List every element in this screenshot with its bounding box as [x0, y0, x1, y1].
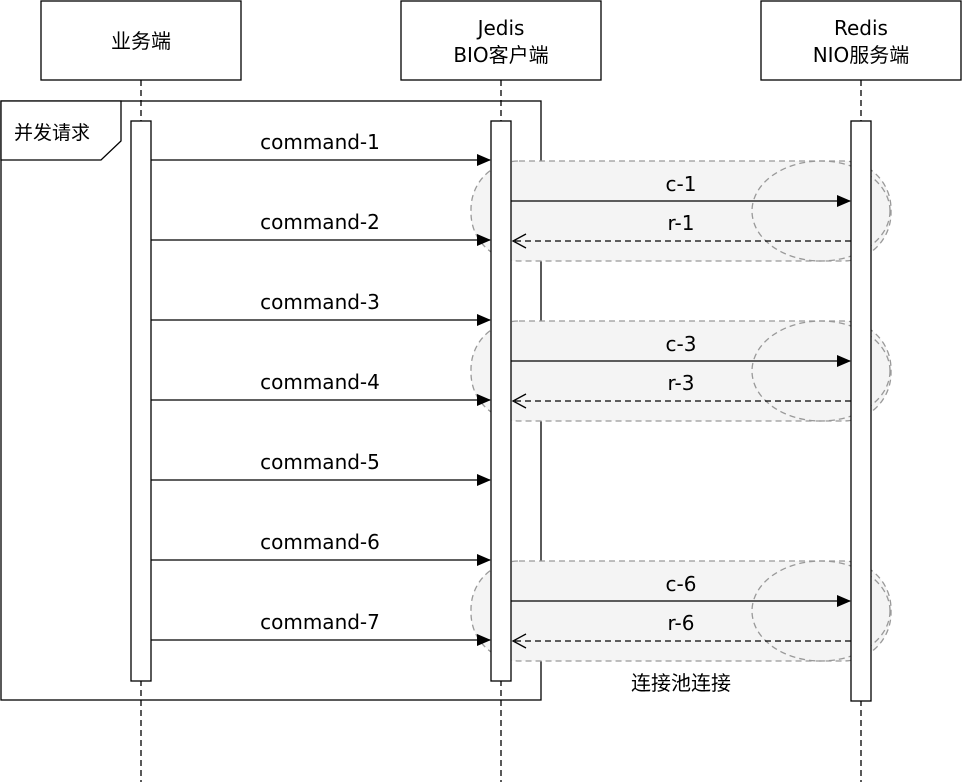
- participant-redis-label-line2: NIO服务端: [813, 43, 910, 67]
- reply-label: r-6: [668, 611, 695, 635]
- frame-label: 并发请求: [14, 122, 90, 144]
- activation-bar-business: [130, 120, 152, 682]
- server-connection-circle: [751, 320, 891, 422]
- pool-label: 连接池连接: [631, 671, 731, 695]
- connection-pool-oval: [470, 160, 892, 262]
- connection-pool-oval: [470, 320, 892, 422]
- connection-pool-group: [470, 160, 892, 662]
- participant-business-label: 业务端: [111, 29, 171, 53]
- call-label: c-6: [666, 572, 697, 596]
- command-label: command-3: [260, 290, 380, 314]
- reply-label: r-3: [668, 371, 695, 395]
- concurrent-request-frame: 并发请求: [0, 100, 542, 701]
- activation-bar-jedis: [490, 120, 512, 682]
- activation-bar-redis: [850, 120, 872, 702]
- reply-label: r-1: [668, 211, 695, 235]
- command-label: command-6: [260, 530, 380, 554]
- exchange-messages: c-1 r-1 c-3 r-3 c-6 r-6: [511, 172, 851, 649]
- command-label: command-1: [260, 130, 380, 154]
- call-label: c-1: [666, 172, 697, 196]
- command-label: command-4: [260, 370, 380, 394]
- participant-jedis-label-line1: Jedis: [476, 16, 525, 40]
- reply-arrowhead: [511, 633, 527, 649]
- participant-business: 业务端: [40, 0, 242, 81]
- frame-label-tab: [0, 100, 122, 161]
- command-label: command-5: [260, 450, 380, 474]
- server-connection-circle: [751, 560, 891, 662]
- reply-arrowhead: [511, 393, 527, 409]
- connection-pool-oval: [470, 560, 892, 662]
- server-connection-circle: [751, 160, 891, 262]
- command-label: command-7: [260, 610, 380, 634]
- participant-jedis-label-line2: BIO客户端: [453, 43, 548, 67]
- call-label: c-3: [666, 332, 697, 356]
- participant-redis: Redis NIO服务端: [760, 0, 962, 81]
- command-label: command-2: [260, 210, 380, 234]
- reply-arrowhead: [511, 233, 527, 249]
- command-messages: command-1 command-2 command-3 command-4 comm…: [151, 130, 491, 646]
- participant-jedis: Jedis BIO客户端: [400, 0, 602, 81]
- participant-redis-label-line1: Redis: [834, 16, 888, 40]
